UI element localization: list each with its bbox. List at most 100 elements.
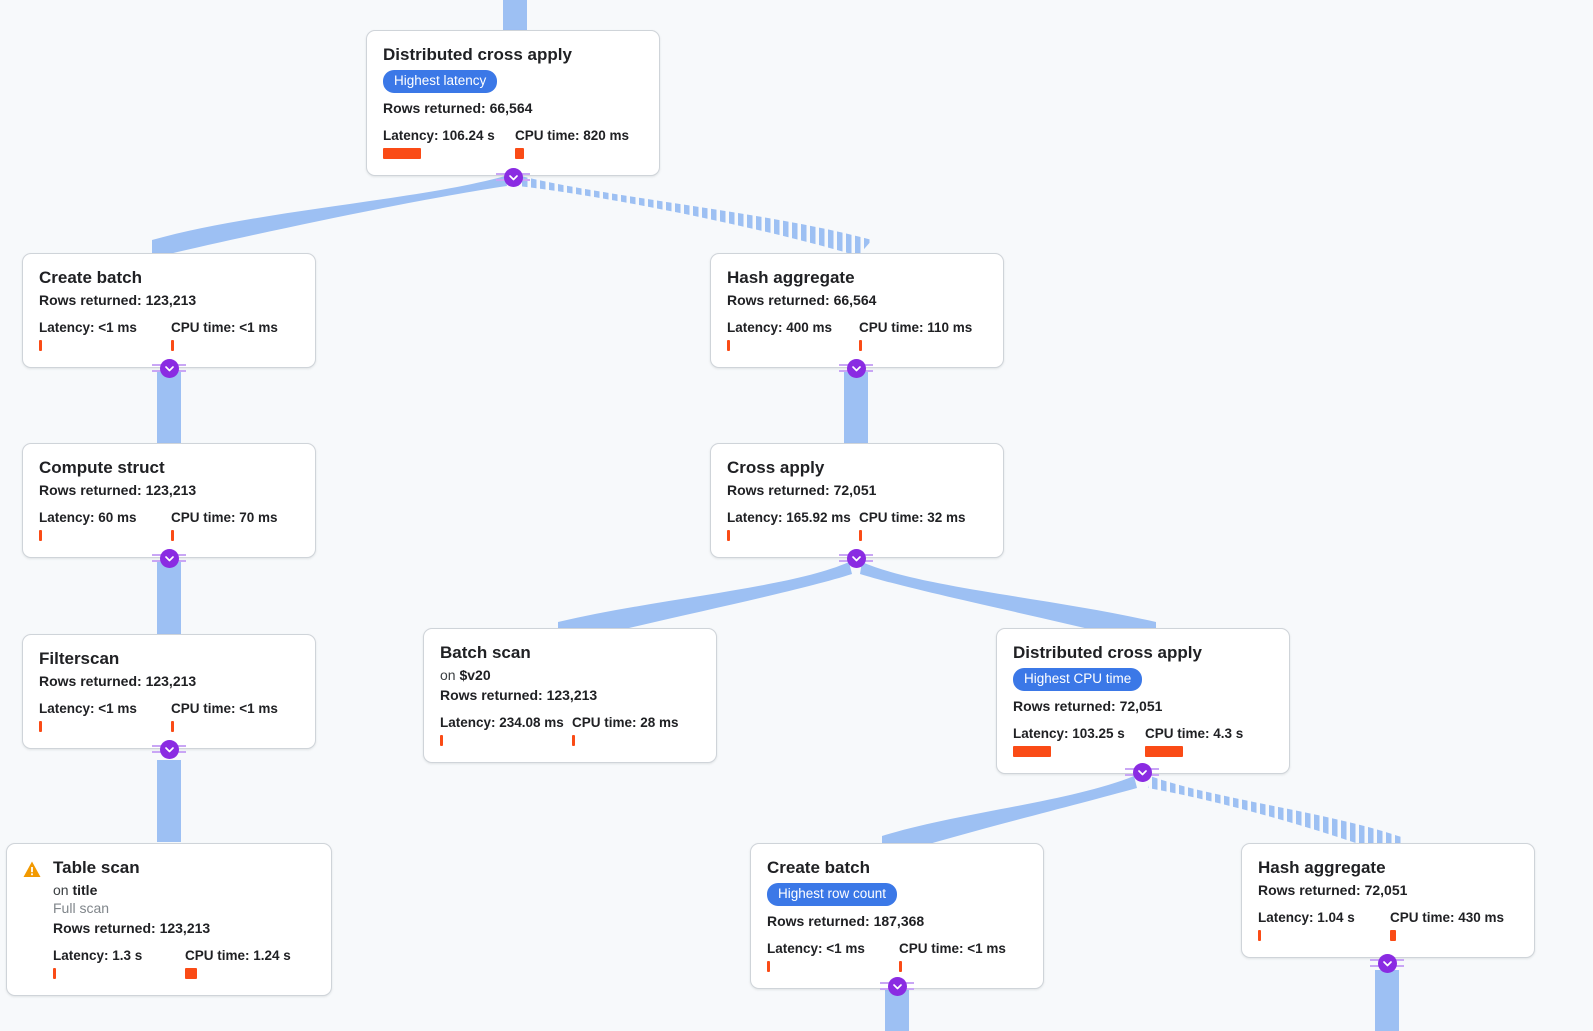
connector-toggle-n4[interactable] — [152, 548, 186, 568]
plan-node-create-batch-left[interactable]: Create batch Rows returned: 123,213 Late… — [22, 253, 316, 368]
latency-bar — [39, 530, 42, 541]
rows-returned: Rows returned: 72,051 — [727, 482, 877, 498]
latency-label: Latency: 400 ms — [727, 320, 833, 335]
latency-label: Latency: 1.04 s — [1258, 910, 1355, 925]
cpu-bar — [859, 340, 862, 351]
edge-n1-n3 — [518, 176, 872, 256]
chevron-down-icon[interactable] — [159, 548, 179, 568]
chevron-down-icon[interactable] — [887, 976, 907, 996]
plan-node-create-batch-bottom[interactable]: Create batch Highest row count Rows retu… — [750, 843, 1044, 989]
latency-metric: Latency: 234.08 ms — [440, 715, 572, 746]
cpu-label: CPU time: <1 ms — [899, 941, 1006, 956]
latency-metric: Latency: 400 ms — [727, 320, 859, 351]
latency-label: Latency: 234.08 ms — [440, 715, 564, 730]
chevron-down-icon[interactable] — [159, 358, 179, 378]
latency-label: Latency: 103.25 s — [1013, 726, 1125, 741]
plan-node-cross-apply[interactable]: Cross apply Rows returned: 72,051 Latenc… — [710, 443, 1004, 558]
node-title: Create batch — [767, 858, 870, 877]
latency-label: Latency: 106.24 s — [383, 128, 495, 143]
latency-metric: Latency: <1 ms — [39, 701, 171, 732]
cpu-label: CPU time: 28 ms — [572, 715, 679, 730]
connector-toggle-n5[interactable] — [839, 548, 873, 568]
chevron-down-icon[interactable] — [503, 167, 523, 187]
latency-metric: Latency: 103.25 s — [1013, 726, 1145, 757]
edge-n6-n9 — [157, 760, 181, 842]
node-scan-note: Full scan — [53, 900, 110, 916]
cpu-bar — [171, 530, 174, 541]
connector-toggle-n3[interactable] — [839, 358, 873, 378]
cpu-label: CPU time: 32 ms — [859, 510, 966, 525]
cpu-bar — [572, 735, 575, 746]
cpu-metric: CPU time: 70 ms — [171, 510, 278, 541]
node-title: Cross apply — [727, 458, 825, 477]
latency-bar — [767, 961, 770, 972]
latency-bar — [440, 735, 443, 746]
node-target: on $v20 — [440, 667, 491, 683]
chevron-down-icon[interactable] — [846, 548, 866, 568]
rows-returned: Rows returned: 66,564 — [383, 100, 533, 116]
cpu-bar — [171, 721, 174, 732]
cpu-label: CPU time: 1.24 s — [185, 948, 291, 963]
rows-returned: Rows returned: 123,213 — [39, 482, 197, 498]
cpu-label: CPU time: 70 ms — [171, 510, 278, 525]
node-target: on title — [53, 882, 98, 898]
cpu-metric: CPU time: 430 ms — [1390, 910, 1504, 941]
rows-returned: Rows returned: 72,051 — [1258, 882, 1408, 898]
connector-toggle-n1[interactable] — [496, 167, 530, 187]
cpu-bar — [859, 530, 862, 541]
connector-toggle-n8[interactable] — [1125, 762, 1159, 782]
connector-toggle-n2[interactable] — [152, 358, 186, 378]
latency-metric: Latency: 106.24 s — [383, 128, 515, 159]
chevron-down-icon[interactable] — [846, 358, 866, 378]
plan-node-hash-aggregate-bottom[interactable]: Hash aggregate Rows returned: 72,051 Lat… — [1241, 843, 1535, 958]
chevron-down-icon[interactable] — [159, 739, 179, 759]
cpu-bar — [1145, 746, 1183, 757]
latency-bar — [39, 721, 42, 732]
status-badge-highest-cpu-time: Highest CPU time — [1013, 668, 1143, 691]
cpu-metric: CPU time: 4.3 s — [1145, 726, 1243, 757]
node-title: Hash aggregate — [727, 268, 855, 287]
edge-inflow-root — [503, 0, 527, 30]
plan-node-filterscan[interactable]: Filterscan Rows returned: 123,213 Latenc… — [22, 634, 316, 749]
plan-node-distributed-cross-apply-lower[interactable]: Distributed cross apply Highest CPU time… — [996, 628, 1290, 774]
latency-bar — [727, 340, 730, 351]
latency-metric: Latency: 60 ms — [39, 510, 171, 541]
plan-node-hash-aggregate-upper[interactable]: Hash aggregate Rows returned: 66,564 Lat… — [710, 253, 1004, 368]
connector-toggle-n11[interactable] — [1370, 953, 1404, 973]
cpu-label: CPU time: 4.3 s — [1145, 726, 1244, 741]
latency-bar — [53, 968, 56, 979]
cpu-bar — [185, 968, 197, 979]
latency-label: Latency: <1 ms — [767, 941, 865, 956]
rows-returned: Rows returned: 123,213 — [53, 920, 211, 936]
latency-bar — [1013, 746, 1051, 757]
cpu-bar — [515, 148, 524, 159]
connector-toggle-n6[interactable] — [152, 739, 186, 759]
node-title: Distributed cross apply — [1013, 643, 1202, 662]
node-title: Create batch — [39, 268, 142, 287]
cpu-label: CPU time: <1 ms — [171, 320, 278, 335]
cpu-metric: CPU time: <1 ms — [171, 701, 278, 732]
cpu-metric: CPU time: 1.24 s — [185, 948, 291, 979]
plan-node-distributed-cross-apply-root[interactable]: Distributed cross apply Highest latency … — [366, 30, 660, 176]
latency-metric: Latency: 1.04 s — [1258, 910, 1390, 941]
edge-n1-n2 — [152, 176, 507, 258]
cpu-metric: CPU time: 28 ms — [572, 715, 679, 746]
node-title: Distributed cross apply — [383, 45, 572, 64]
latency-metric: Latency: <1 ms — [767, 941, 899, 972]
edge-n4-n6 — [157, 560, 181, 634]
node-title: Filterscan — [39, 649, 120, 668]
latency-label: Latency: <1 ms — [39, 320, 137, 335]
edge-n3-n5 — [844, 370, 868, 444]
connector-toggle-n10[interactable] — [880, 976, 914, 996]
latency-bar — [383, 148, 421, 159]
plan-node-batch-scan[interactable]: Batch scan on $v20 Rows returned: 123,21… — [423, 628, 717, 763]
plan-node-table-scan[interactable]: Table scan on title Full scan Rows retur… — [6, 843, 332, 996]
chevron-down-icon[interactable] — [1377, 953, 1397, 973]
cpu-label: CPU time: 430 ms — [1390, 910, 1505, 925]
rows-returned: Rows returned: 123,213 — [39, 292, 197, 308]
plan-node-compute-struct[interactable]: Compute struct Rows returned: 123,213 La… — [22, 443, 316, 558]
cpu-label: CPU time: <1 ms — [171, 701, 278, 716]
rows-returned: Rows returned: 123,213 — [39, 673, 197, 689]
chevron-down-icon[interactable] — [1132, 762, 1152, 782]
